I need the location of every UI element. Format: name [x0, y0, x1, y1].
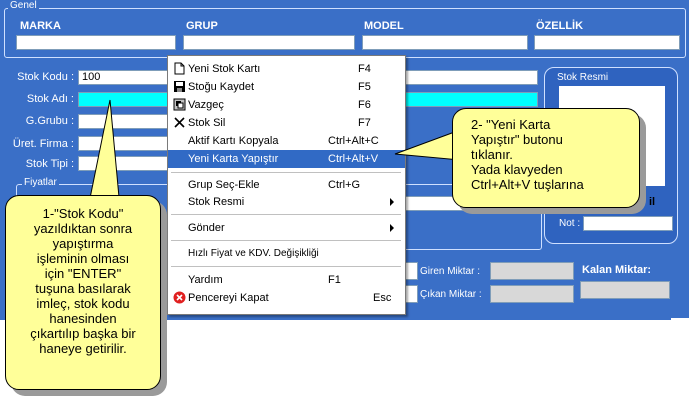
menu-item-stogu-kaydet[interactable]: Stoğu Kaydet F5: [168, 78, 405, 96]
stok-kodu-label: Stok Kodu :: [17, 71, 74, 83]
callout-line: Yada klavyeden: [471, 162, 563, 177]
callout-line: 2- "Yeni Karta: [471, 117, 551, 132]
column-header-grup: GRUP: [186, 20, 218, 32]
callout-line: hanesinden: [49, 311, 117, 326]
column-header-ozellik: ÖZELLİK: [536, 20, 584, 32]
menu-item-shortcut: F7: [358, 117, 371, 129]
general-legend: Genel: [8, 0, 39, 11]
menu-item-label: Grup Seç-Ekle: [188, 179, 260, 191]
menu-item-shortcut: F1: [328, 274, 341, 286]
menu-item-label: Gönder: [188, 222, 225, 234]
floppy-disk-icon: [174, 81, 185, 92]
left-callout-tail: [87, 99, 121, 209]
callout-line: tuşuna basılarak: [35, 281, 131, 296]
menu-item-shortcut: F6: [358, 99, 371, 111]
right-callout-tail: [394, 129, 461, 161]
menu-separator: [171, 214, 401, 215]
menu-separator: [171, 266, 401, 267]
giren-miktar-field[interactable]: [490, 262, 574, 280]
grup-field[interactable]: [183, 35, 355, 50]
menu-item-gonder[interactable]: Gönder: [168, 219, 405, 237]
menu-item-stok-resmi[interactable]: Stok Resmi: [168, 193, 405, 211]
stok-kodu-field[interactable]: 100: [78, 70, 170, 85]
stok-tipi-label: Stok Tipi :: [25, 158, 74, 170]
submenu-arrow-icon: [390, 198, 394, 206]
callout-line: tıklanır.: [471, 147, 513, 162]
not-field[interactable]: [583, 216, 673, 231]
callout-line: 1-"Stok Kodu": [42, 206, 124, 221]
context-menu: Yeni Stok Kartı F4 Stoğu Kaydet F5 Vazge…: [167, 55, 406, 315]
left-instruction-callout: 1-"Stok Kodu" yazıldıktan sonra yapıştır…: [5, 195, 161, 390]
close-red-icon: [173, 291, 186, 304]
callout-line: için "ENTER": [44, 266, 122, 281]
callout-line: yazıldıktan sonra: [33, 221, 133, 236]
menu-item-stok-sil[interactable]: Stok Sil F7: [168, 114, 405, 132]
menu-separator: [171, 240, 401, 241]
kalan-miktar-field[interactable]: [580, 281, 670, 299]
menu-item-shortcut: F4: [358, 63, 371, 75]
menu-item-shortcut: Ctrl+Alt+C: [328, 135, 379, 147]
undo-icon: [173, 98, 186, 111]
menu-item-pencereyi-kapat[interactable]: Pencereyi Kapat Esc: [168, 289, 405, 307]
menu-item-aktif-karti-kopyala[interactable]: Aktif Kartı Kopyala Ctrl+Alt+C: [168, 132, 405, 150]
callout-line: çıkartılıp başka bir: [30, 326, 136, 341]
menu-item-label: Yeni Stok Kartı: [188, 63, 261, 75]
stock-image-partial-label: il: [649, 196, 656, 208]
callout-line: işleminin olması: [36, 251, 130, 266]
menu-item-label: Pencereyi Kapat: [188, 292, 269, 304]
uret-firma-label: Üret. Firma :: [12, 138, 74, 150]
menu-item-grup-sec-ekle[interactable]: Grup Seç-Ekle Ctrl+G: [168, 176, 405, 194]
menu-item-vazgec[interactable]: Vazgeç F6: [168, 96, 405, 114]
kalan-miktar-label: Kalan Miktar:: [582, 264, 652, 276]
marka-field[interactable]: [16, 35, 176, 50]
stock-image-title: Stok Resmi: [557, 72, 609, 83]
menu-item-label: Vazgeç: [188, 99, 224, 111]
callout-line: imleç, stok kodu: [36, 296, 130, 311]
menu-item-label: Hızlı Fiyat ve KDV. Değişikliği: [188, 248, 319, 259]
menu-item-shortcut: Esc: [373, 292, 392, 304]
menu-item-label: Yardım: [188, 274, 223, 286]
bottom-scrollbar[interactable]: [671, 318, 689, 403]
g-grubu-label: G.Grubu :: [25, 115, 74, 127]
cikan-miktar-label: Çıkan Miktar :: [420, 289, 482, 300]
menu-item-hizli-fiyat-kdv[interactable]: Hızlı Fiyat ve KDV. Değişikliği: [168, 245, 405, 263]
menu-item-shortcut: F5: [358, 81, 371, 93]
menu-item-yeni-stok-karti[interactable]: Yeni Stok Kartı F4: [168, 60, 405, 78]
column-header-marka: MARKA: [20, 20, 61, 32]
menu-item-yeni-karta-yapistir[interactable]: Yeni Karta Yapıştır Ctrl+Alt+V: [168, 150, 405, 168]
menu-item-yardim[interactable]: Yardım F1: [168, 271, 405, 289]
menu-item-label: Aktif Kartı Kopyala: [188, 135, 279, 147]
ozellik-field[interactable]: [534, 35, 680, 50]
callout-line: yapıştırma: [52, 236, 114, 251]
submenu-arrow-icon: [390, 224, 394, 232]
cikan-miktar-field[interactable]: [490, 285, 574, 303]
menu-item-label: Yeni Karta Yapıştır: [188, 153, 279, 165]
callout-line: Ctrl+Alt+V tuşlarına: [471, 177, 584, 192]
stok-adi-label: Stok Adı :: [26, 93, 74, 105]
giren-miktar-label: Giren Miktar :: [420, 266, 481, 277]
fiyatlar-legend: Fiyatlar: [22, 177, 59, 188]
menu-item-shortcut: Ctrl+Alt+V: [328, 153, 379, 165]
new-document-icon: [174, 62, 185, 75]
right-instruction-callout: 2- "Yeni Karta Yapıştır" butonu tıklanır…: [452, 108, 640, 208]
column-header-model: MODEL: [364, 20, 404, 32]
menu-item-shortcut: Ctrl+G: [328, 179, 361, 191]
not-label: Not :: [559, 218, 581, 229]
menu-item-label: Stok Resmi: [188, 196, 245, 208]
menu-separator: [171, 172, 401, 173]
delete-x-icon: [174, 117, 185, 128]
model-field[interactable]: [362, 35, 528, 50]
callout-line: haneye getirilir.: [39, 341, 127, 356]
callout-line: Yapıştır" butonu: [471, 132, 563, 147]
menu-item-label: Stok Sil: [188, 117, 226, 129]
menu-item-label: Stoğu Kaydet: [188, 81, 255, 93]
